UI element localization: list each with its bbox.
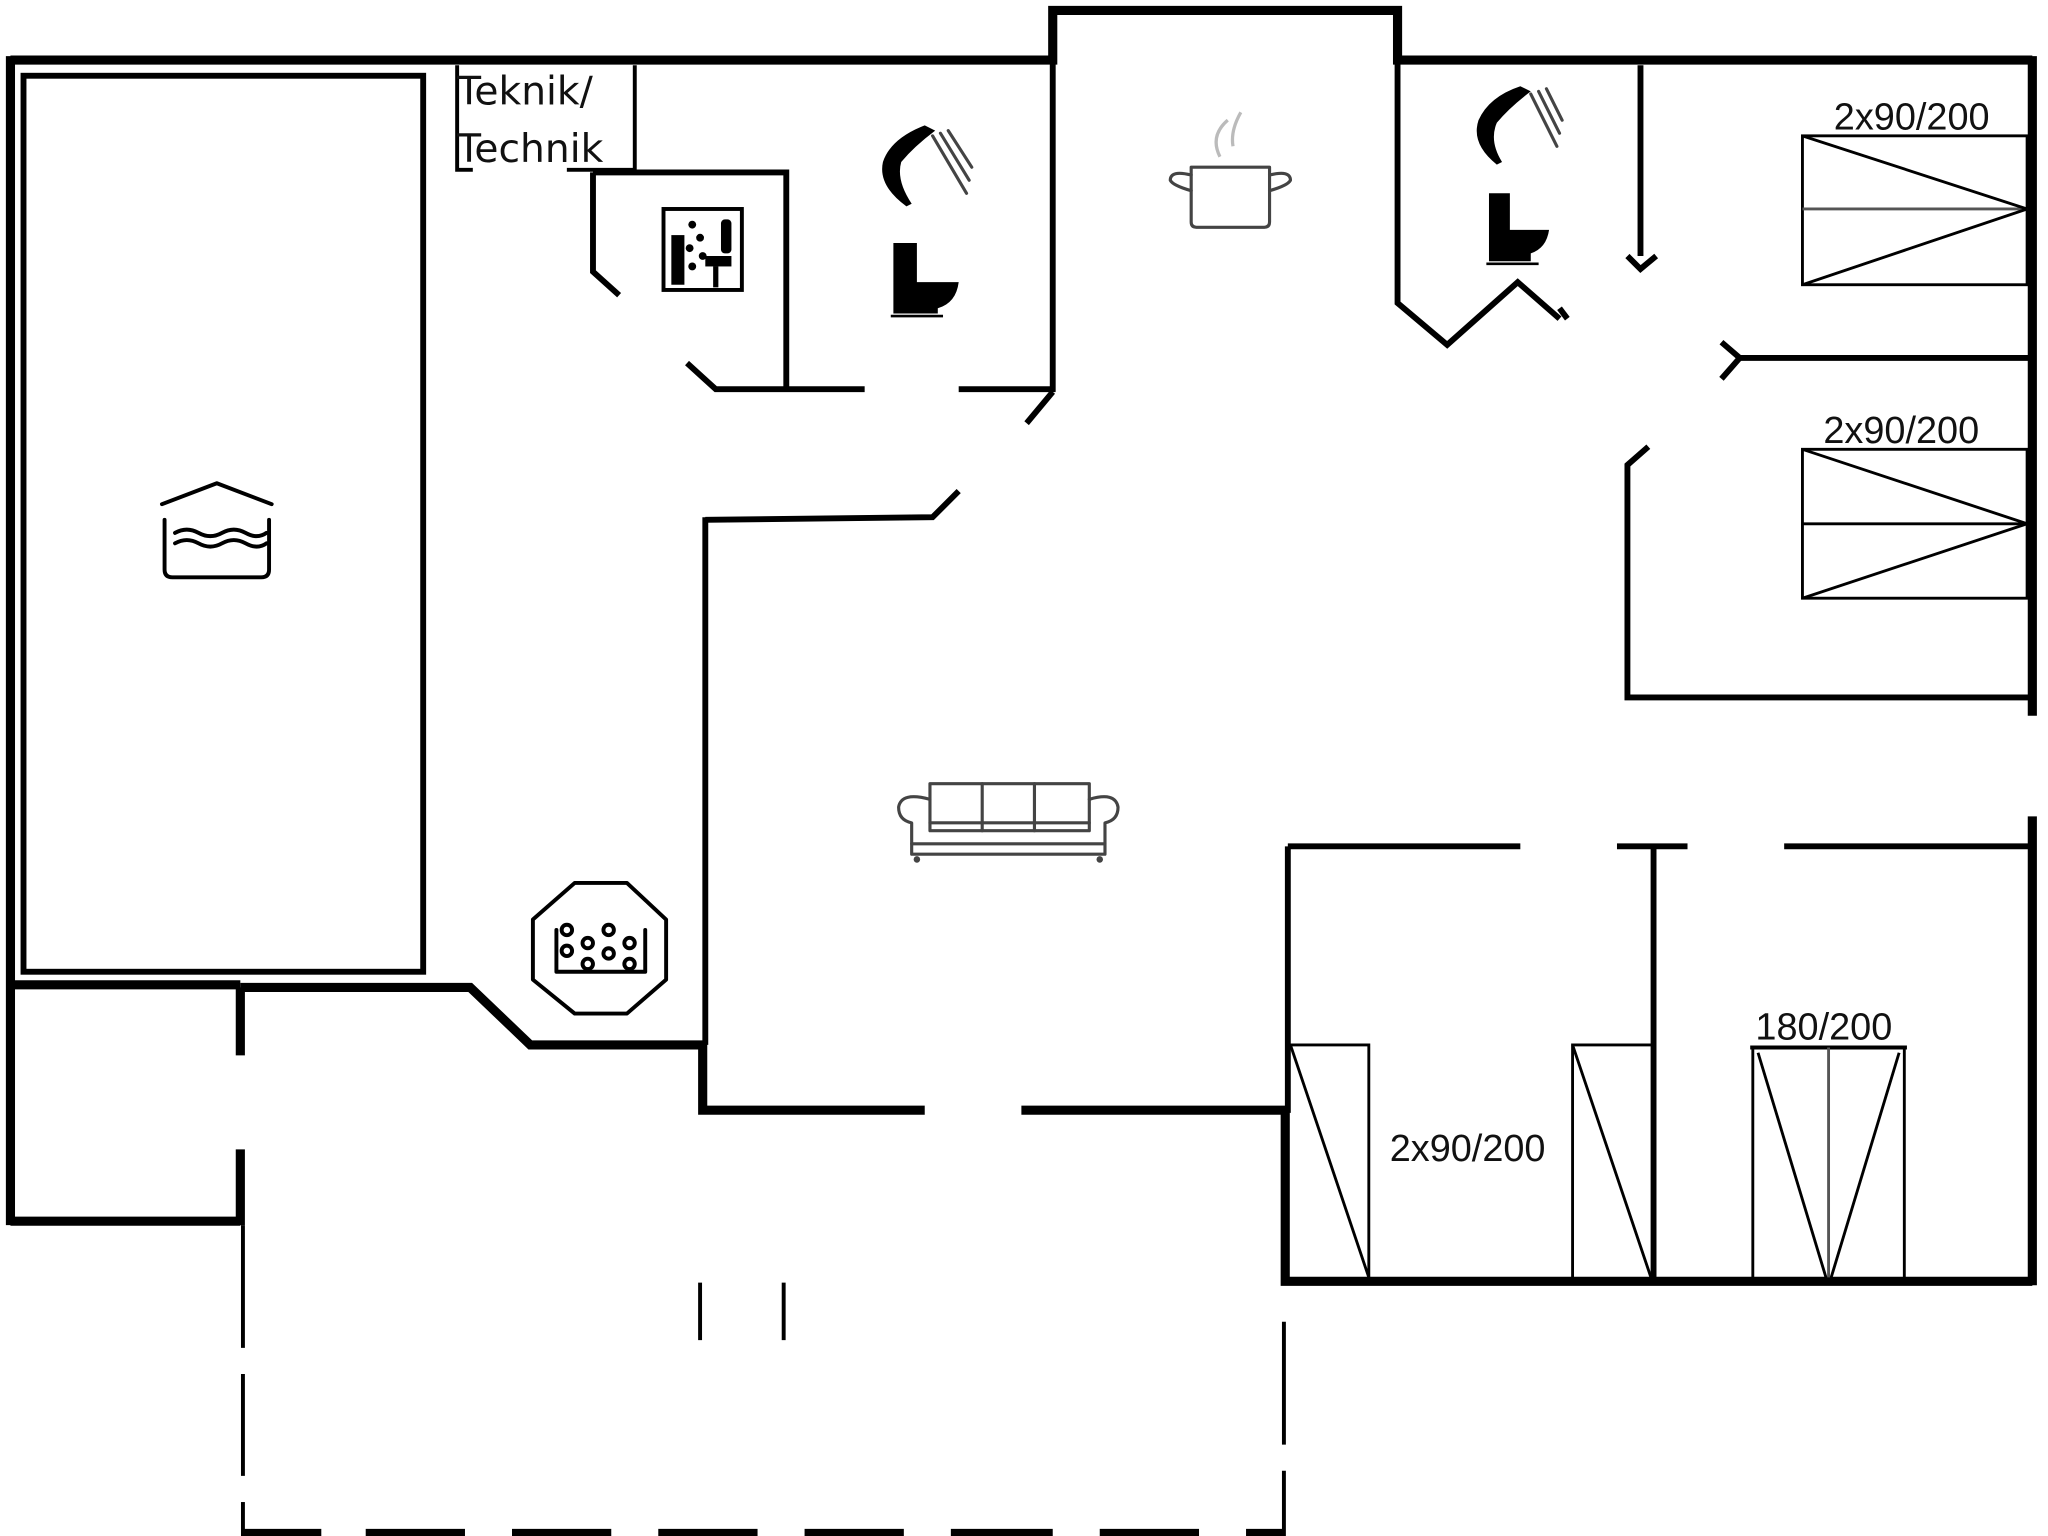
indoor-pool-icon [159, 481, 274, 580]
bed-2x90-top: 2x90/200 [1801, 96, 2029, 287]
bed-180-bottom: 180/200 [1750, 1007, 1907, 1278]
cooking-pot-icon [1168, 111, 1293, 229]
bed-label: 2x90/200 [1834, 96, 1990, 138]
bathroom-2 [1394, 60, 1570, 349]
sauna-room [590, 169, 865, 393]
bed-2x90-middle: 2x90/200 [1801, 410, 2029, 600]
bed-2x90-bottom: 2x90/200 [1289, 1043, 1653, 1278]
technical-room-label-line1: Teknik/ [456, 69, 593, 114]
terrace-outline [240, 1225, 1286, 1536]
bottom-bedrooms: 2x90/200 180/200 [1284, 843, 2030, 1282]
outer-walls [5, 5, 2037, 1286]
bed-label: 180/200 [1755, 1007, 1892, 1049]
shower-icon [1476, 86, 1564, 165]
sauna-icon [661, 207, 744, 292]
bed-label: 2x90/200 [1823, 410, 1979, 452]
bathroom-1 [705, 60, 1056, 523]
toilet-icon [1486, 193, 1550, 266]
toilet-icon [890, 242, 959, 318]
sofa-icon [897, 782, 1120, 863]
technical-room-label-line2: Technik [456, 127, 603, 172]
technical-room: Teknik/ Technik [455, 65, 637, 172]
swimming-pool [20, 72, 427, 975]
shower-icon [882, 125, 974, 207]
top-right-bedrooms: 2x90/200 2x90/200 [1624, 65, 2030, 701]
whirlpool-icon [530, 880, 669, 1016]
bed-label: 2x90/200 [1390, 1128, 1546, 1170]
